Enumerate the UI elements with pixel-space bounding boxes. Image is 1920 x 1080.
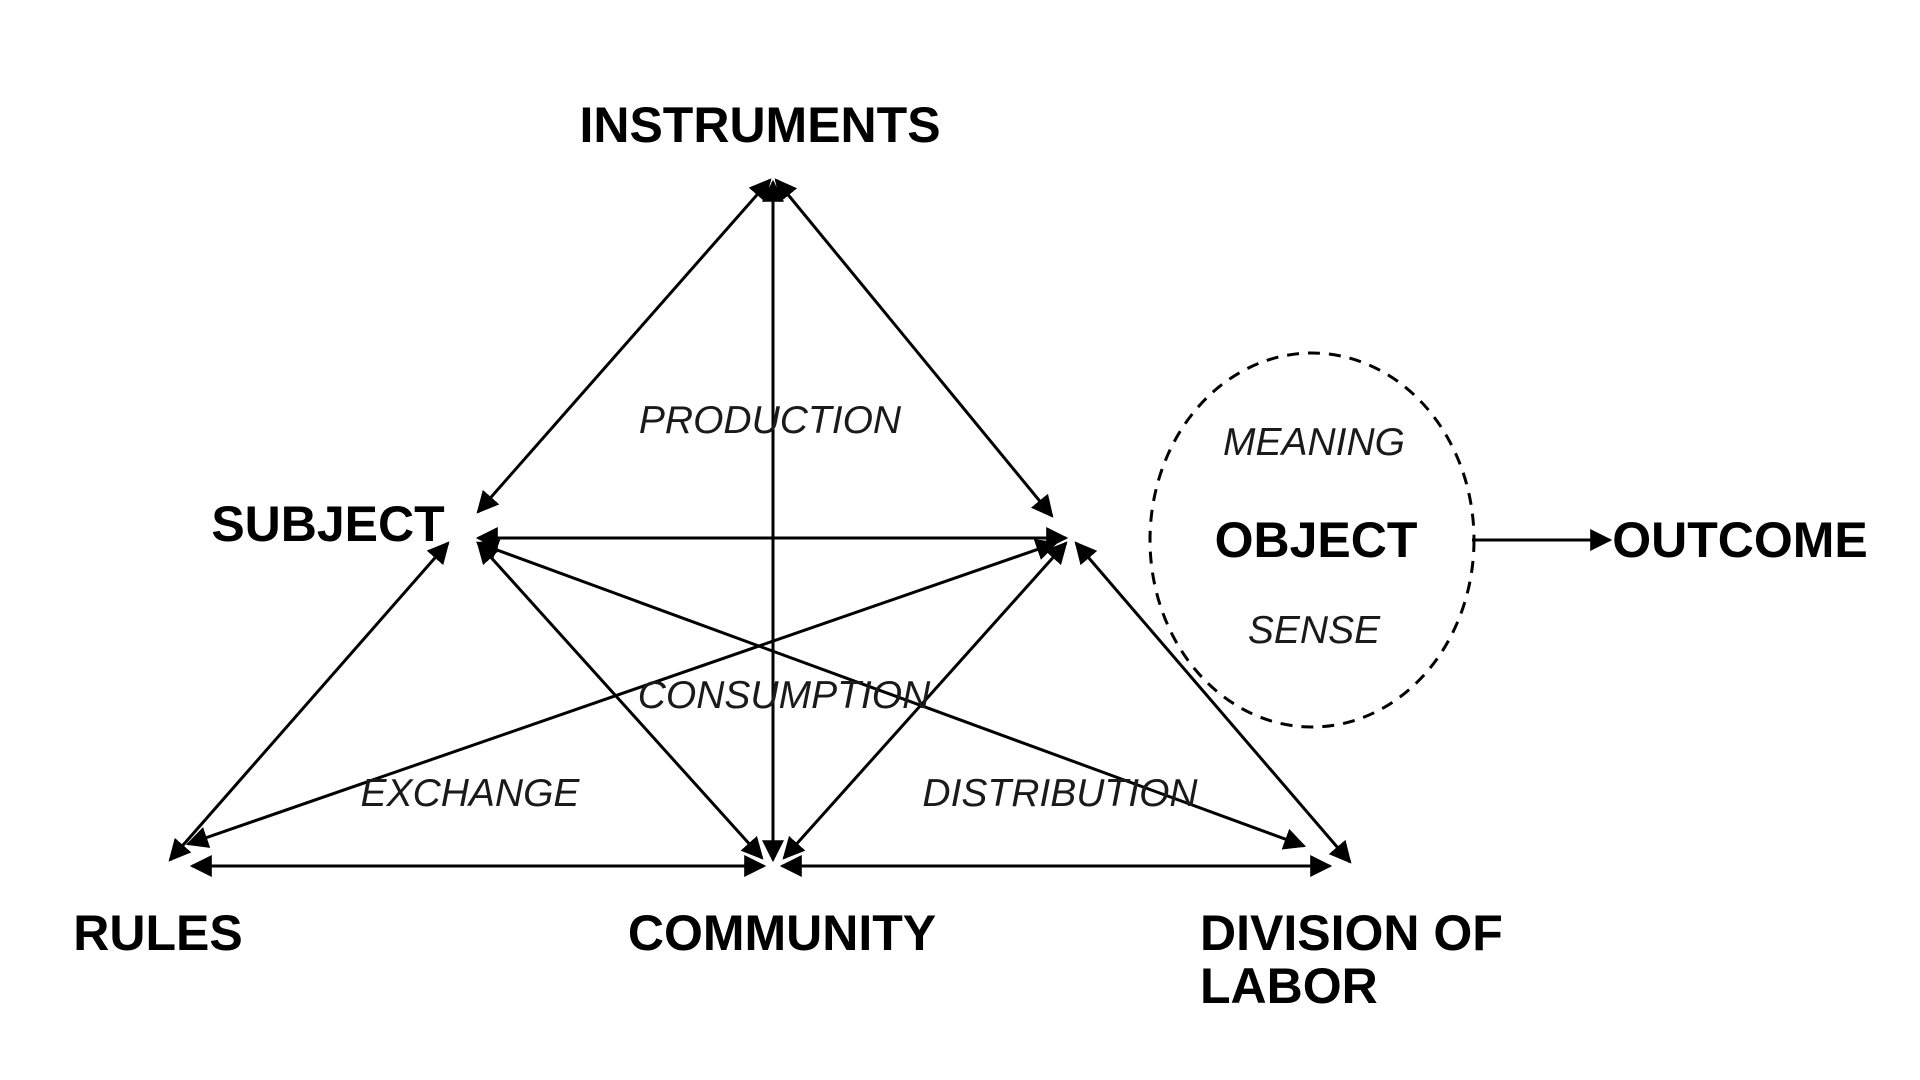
diagram-edges [168,178,1613,877]
process-distribution: DISTRIBUTION [922,772,1198,815]
edge-object-community [782,541,1068,860]
node-rules: RULES [73,905,242,961]
node-object: OBJECT [1215,512,1418,568]
object-sense: SENSE [1248,609,1381,652]
object-meaning: MEANING [1223,421,1405,464]
object-circle [1148,351,1476,729]
node-outcome: OUTCOME [1612,512,1868,568]
process-labels: PRODUCTION CONSUMPTION EXCHANGE DISTRIBU… [361,399,1405,815]
edge-object-division [1074,541,1352,864]
process-exchange: EXCHANGE [361,772,581,815]
edge-instruments-subject [476,178,772,514]
node-division-of-labor-line2: LABOR [1200,958,1378,1014]
node-instruments: INSTRUMENTS [579,97,940,153]
process-production: PRODUCTION [639,399,902,442]
node-community: COMMUNITY [628,905,936,961]
edge-instruments-object [774,178,1054,518]
node-subject: SUBJECT [211,496,444,552]
node-labels: INSTRUMENTS SUBJECT OBJECT OUTCOME RULES… [73,97,1868,1014]
process-consumption: CONSUMPTION [638,674,931,717]
node-division-of-labor-line1: DIVISION OF [1200,905,1503,961]
